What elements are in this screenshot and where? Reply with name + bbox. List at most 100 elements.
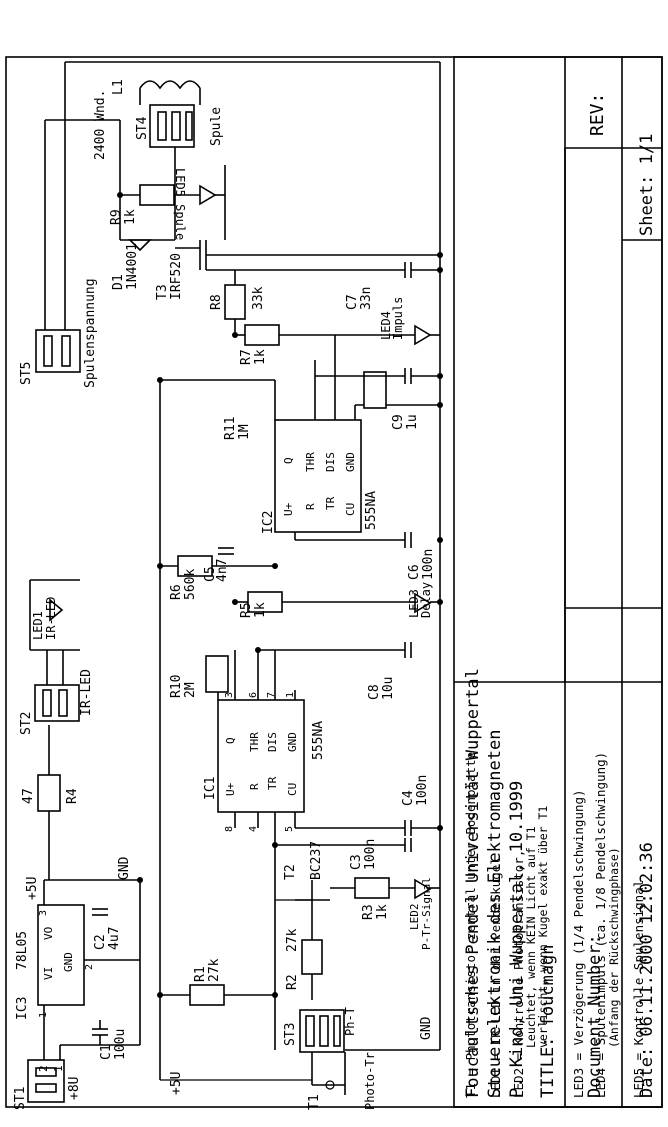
r1-value: 27k xyxy=(207,958,222,982)
legend-line: LED3 = Verzögerung (1/4 Pendelschwingung… xyxy=(571,789,586,1098)
led2-label: LED2 xyxy=(408,904,421,931)
st2-label: ST2 xyxy=(19,712,34,735)
r5-value: 1k xyxy=(253,602,268,618)
d1-label: D1 xyxy=(111,274,126,290)
r1-label: R1 xyxy=(193,966,208,982)
pin-label: R xyxy=(304,503,317,510)
ic1-555 xyxy=(217,699,305,813)
c6-value: 100n xyxy=(421,549,436,580)
r2-resistor xyxy=(301,939,323,975)
st3-label: ST3 xyxy=(283,1023,298,1046)
t2-label: T2 xyxy=(283,864,298,880)
c6-label: C6 xyxy=(407,564,422,580)
led1-sub: IR-LED xyxy=(44,597,58,640)
r2-value: 27k xyxy=(285,928,300,952)
irled-label: IR-LED xyxy=(79,669,94,716)
st1-connector xyxy=(27,1059,65,1103)
r8-label: R8 xyxy=(209,294,224,310)
pin-label: DIS xyxy=(324,452,337,472)
ic1-type: 555NA xyxy=(311,721,326,760)
ic2-label: IC2 xyxy=(261,511,276,534)
led3-diode xyxy=(414,592,432,614)
c4-value: 100n xyxy=(415,775,430,806)
rev-label: REV: xyxy=(587,93,608,136)
legend-block: T1 = Phototransistor zentral unter Boden… xyxy=(463,752,646,1098)
r4-label: R4 xyxy=(65,788,80,804)
led4-sub: Impuls xyxy=(391,297,405,340)
gnd-label: GND xyxy=(117,856,132,880)
pin-label: 3 xyxy=(38,910,49,916)
r4-value: 47 xyxy=(21,788,36,804)
r9-resistor xyxy=(139,184,175,206)
pin-label: THR xyxy=(248,732,261,752)
pin-num: 6 xyxy=(248,692,259,698)
pin-label: Q xyxy=(224,737,237,744)
sheet-label: Sheet: 1/1 xyxy=(637,134,657,236)
r4-resistor xyxy=(37,774,61,812)
led1-label: LED1 xyxy=(31,611,45,640)
r5-label: R5 xyxy=(239,602,254,618)
document-number-label: Document Number: xyxy=(585,934,605,1098)
title-lines: Foucaultsches Pendel Universität Wuppert… xyxy=(463,668,527,1098)
legend-line: LED4 = Spulenimpuls (ca. 1/8 Pendelschwi… xyxy=(593,752,608,1098)
title-line-2: Steuerelektronik des Elektromagneten xyxy=(485,730,505,1098)
ic3-type: 78L05 xyxy=(15,931,30,970)
r3-label: R3 xyxy=(361,904,376,920)
plus5v-label: +5U xyxy=(169,1072,184,1095)
pin-label: Q xyxy=(282,457,295,464)
windings-label: 2400 Wnd. xyxy=(93,90,108,160)
c4-label: C4 xyxy=(401,790,416,806)
pin-label: VO xyxy=(42,927,55,940)
r7-resistor xyxy=(244,324,280,346)
c8-value: 10u xyxy=(381,677,396,700)
t3-label: T3 xyxy=(155,284,170,300)
r6-value: 560k xyxy=(183,569,198,600)
led1-diode xyxy=(49,598,64,622)
r3-resistor xyxy=(354,877,390,899)
plus5v-label: +5U xyxy=(25,877,40,900)
r7-value: 1k xyxy=(253,349,268,365)
pin-label: 1 xyxy=(52,1065,65,1072)
c2-label: C2 xyxy=(93,934,108,950)
led4-label: LED4 xyxy=(379,311,393,340)
l1-label: L1 xyxy=(111,79,126,95)
spulenspannung-label: Spulenspannung xyxy=(83,278,98,388)
photo-tr-label: Photo-Tr xyxy=(363,1052,377,1110)
plus8v-label: +8U xyxy=(67,1077,82,1100)
pin-num: 4 xyxy=(248,826,259,832)
c7-label: C7 xyxy=(345,294,360,310)
r10-potentiometer xyxy=(205,655,229,693)
junctions xyxy=(117,192,443,998)
c5-value: 4n7 xyxy=(215,559,230,582)
r11-potentiometer xyxy=(363,371,387,409)
pin-label: CU xyxy=(286,783,299,796)
pin-label: TR xyxy=(266,776,279,790)
r11-value: 1M xyxy=(237,424,252,440)
led3-sub: Delay xyxy=(419,582,433,618)
gnd-label: GND xyxy=(419,1016,434,1040)
pin-label: GND xyxy=(286,732,299,752)
legend-line: LED5 = Kontrolle Spulensignal xyxy=(631,880,646,1098)
c7-value: 33n xyxy=(359,287,374,310)
c9-value: 1u xyxy=(405,414,420,430)
pin-label: U+ xyxy=(224,782,237,796)
ic3-label: IC3 xyxy=(15,997,30,1020)
st4-label: ST4 xyxy=(135,116,150,140)
date-label: Date: 06.11.2000 12:02:36 xyxy=(637,842,657,1098)
c3-value: 100n xyxy=(363,839,378,870)
led2-diode xyxy=(414,878,432,900)
r3-value: 1k xyxy=(375,904,390,920)
ic3-regulator xyxy=(37,904,85,1006)
pin-label: 2 xyxy=(84,964,95,970)
pin-label: TR xyxy=(324,496,337,510)
pin-label: CU xyxy=(344,503,357,516)
pin-label: GND xyxy=(62,952,75,972)
ic1-label: IC1 xyxy=(203,777,218,800)
led5-diode xyxy=(199,184,217,206)
r10-label: R10 xyxy=(169,675,184,698)
r8-resistor xyxy=(224,284,246,320)
pin-num: 8 xyxy=(224,826,235,832)
ic2-type: 555NA xyxy=(364,491,379,530)
